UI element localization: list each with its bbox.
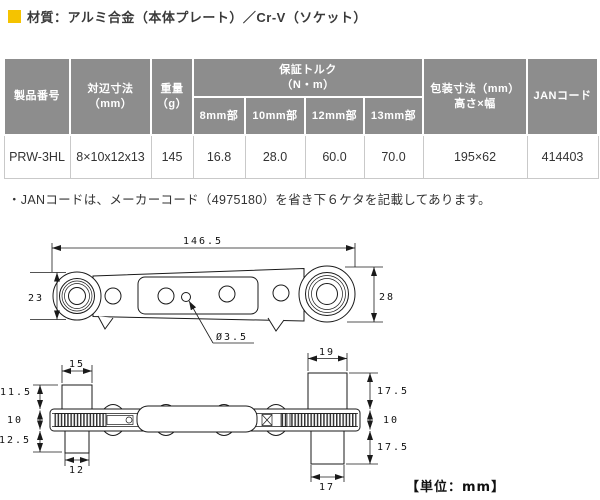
spec-table: 製品番号 対辺寸法 （mm） 重量 （g） 保証トルク （N・m） 包装寸法（m… [3, 57, 599, 179]
cell-jan: 414403 [526, 134, 599, 179]
right-pawl-detail [261, 414, 273, 426]
right-top-socket [307, 372, 348, 410]
left-pawl [97, 315, 114, 330]
material-line: 材質：アルミ合金（本体プレート）／Cr-V（ソケット） [8, 7, 367, 26]
dim-left-top-width: 15 [69, 359, 85, 370]
cell-torque-13mm: 70.0 [363, 134, 424, 179]
wrench-right-head [298, 265, 356, 323]
header-jan: JANコード [526, 57, 599, 136]
side-view-drawing: 15 11.5 10 12.5 12 19 17.5 10 17.5 [0, 347, 505, 495]
dim-right-head-height: 28 [379, 292, 395, 303]
jan-code-note: ・JANコードは、メーカーコード（4975180）を省き下６ケタを記載してありま… [8, 193, 491, 207]
header-size: 対辺寸法 （mm） [69, 57, 152, 136]
right-ratchet-gear [289, 413, 357, 427]
left-bottom-socket [64, 429, 90, 454]
cell-torque-10mm: 28.0 [244, 134, 306, 179]
wrench-left-head [52, 271, 102, 321]
yellow-square-icon [8, 10, 21, 23]
material-label: 材質：アルミ合金（本体プレート）／Cr-V（ソケット） [27, 10, 367, 25]
dim-body-thickness-right: 10 [383, 415, 399, 426]
right-small-gear [280, 413, 288, 427]
dim-left-bottom-height: 12.5 [0, 435, 31, 446]
header-product-no: 製品番号 [3, 57, 71, 136]
header-torque: 保証トルク （N・m） [192, 57, 424, 98]
cell-weight: 145 [150, 134, 194, 179]
plan-view-drawing: 146.5 [28, 236, 395, 344]
dim-overall-length: 146.5 [183, 236, 223, 247]
header-torque-10mm: 10mm部 [244, 96, 306, 136]
dim-hole-diameter: Ø3.5 [216, 331, 248, 343]
unit-label: 【単位：mm】 [406, 479, 505, 495]
cell-size: 8×10x12x13 [69, 134, 152, 179]
cell-torque-12mm: 60.0 [304, 134, 365, 179]
handle-plate [137, 276, 259, 315]
dim-right-top-width: 19 [319, 347, 335, 358]
dim-left-head-height: 23 [28, 293, 44, 304]
dim-right-bottom-width: 17 [319, 482, 335, 493]
body-holes [104, 284, 290, 305]
dim-body-thickness-left: 10 [7, 415, 23, 426]
header-torque-8mm: 8mm部 [192, 96, 246, 136]
left-top-socket [61, 384, 93, 410]
header-torque-13mm: 13mm部 [363, 96, 424, 136]
technical-drawing: 146.5 [0, 236, 505, 495]
left-pawl-detail [106, 415, 134, 425]
right-pawl [267, 317, 285, 332]
dim-left-top-height: 11.5 [0, 387, 32, 398]
header-package: 包装寸法（mm） 高さ×幅 [422, 57, 528, 136]
right-bottom-socket [310, 429, 345, 465]
header-torque-12mm: 12mm部 [304, 96, 365, 136]
cell-torque-8mm: 16.8 [192, 134, 246, 179]
cell-product-no: PRW-3HL [3, 134, 71, 179]
dim-right-top-height: 17.5 [377, 386, 409, 397]
cell-package: 195×62 [422, 134, 528, 179]
dim-right-bottom-height: 17.5 [377, 442, 409, 453]
dim-left-bottom-width: 12 [69, 465, 85, 476]
table-row: PRW-3HL 8×10x12x13 145 16.8 28.0 60.0 70… [3, 134, 599, 179]
header-weight: 重量 （g） [150, 57, 194, 136]
handle-grip [136, 405, 258, 433]
left-ratchet-gear [54, 413, 107, 427]
